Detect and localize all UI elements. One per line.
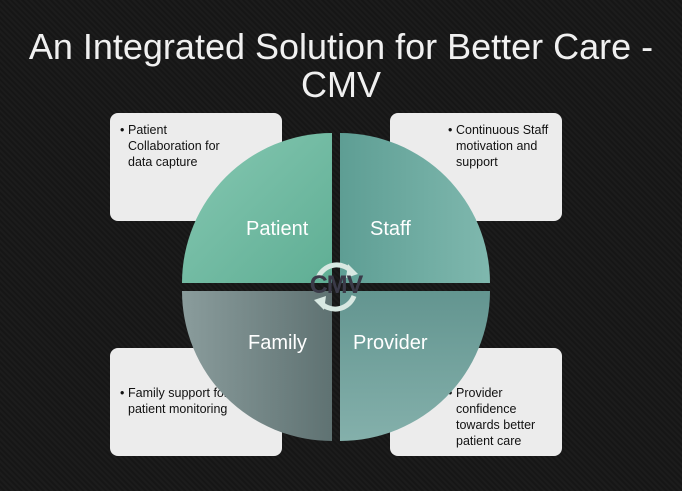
family-quadrant: [182, 291, 332, 441]
provider-label: Provider: [353, 332, 428, 354]
center-label: CMV: [309, 271, 364, 299]
staff-description: Continuous Staff motivation and support: [448, 122, 556, 170]
provider-description: Provider confidence towards better patie…: [448, 385, 556, 449]
staff-label: Staff: [370, 218, 411, 240]
provider-quadrant: [340, 291, 490, 441]
family-description: Family support for patient monitoring: [120, 385, 238, 417]
staff-quadrant: [340, 133, 490, 283]
patient-description: Patient Collaboration for data capture: [120, 122, 238, 170]
patient-label: Patient: [246, 218, 309, 240]
slide-title: An Integrated Solution for Better Care -…: [28, 26, 654, 105]
patient-quadrant: [182, 133, 332, 283]
family-label: Family: [248, 332, 307, 354]
